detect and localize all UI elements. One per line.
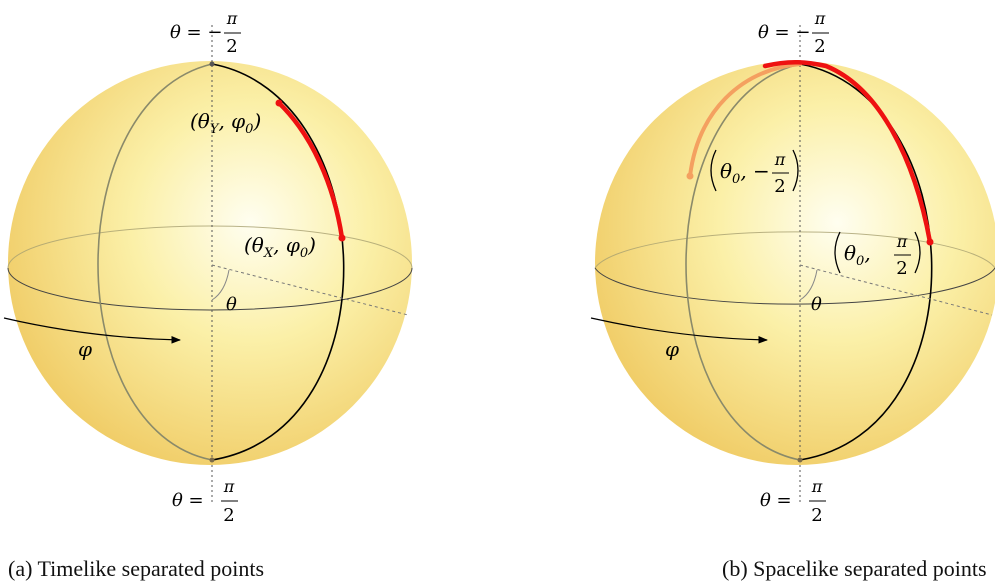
top-label-b-lhs: θ = −	[758, 22, 810, 43]
equator-back-b	[594, 231, 995, 269]
bottom-label-b-num: π	[811, 477, 823, 496]
point-right-label-b: θ0, π 2	[834, 231, 921, 279]
meridian-back-b	[685, 63, 801, 461]
bottom-label-a-den: 2	[223, 505, 234, 526]
bottom-label-a-lhs: θ =	[172, 490, 204, 511]
phi-arrow-a	[3, 317, 181, 344]
point-left-theta: θ0, −	[720, 159, 770, 187]
point-right-paren-open	[834, 231, 841, 274]
bottom-label-a: θ = π 2	[172, 477, 238, 526]
equator-back-a	[7, 225, 413, 269]
meridian-back-a	[97, 63, 213, 461]
equator-front-b	[594, 267, 995, 305]
highlight-arc-back-b	[688, 62, 802, 178]
phi-label-b: φ	[665, 337, 679, 361]
highlight-arc-front-b	[762, 60, 933, 245]
point-left-num: π	[774, 150, 786, 169]
point-x-label-a: (θX, φ0)	[244, 233, 316, 261]
sphere-a	[8, 61, 412, 465]
equator-front-a	[7, 267, 413, 311]
bottom-label-a-num: π	[223, 477, 235, 496]
top-label-a-lhs: θ = −	[170, 22, 222, 43]
bottom-label-b: θ = π 2	[760, 477, 826, 526]
top-label-b-den: 2	[814, 36, 825, 57]
meridian-front-a	[211, 63, 345, 461]
point-left-label-b: θ0, − π 2	[710, 149, 799, 197]
meridian-front-b	[799, 63, 933, 461]
point-right-num: π	[896, 232, 908, 251]
caption-a: (a) Timelike separated points	[8, 556, 264, 581]
point-right-den: 2	[896, 258, 907, 279]
point-x-marker-a	[338, 234, 346, 242]
phi-label-a: φ	[78, 337, 92, 361]
caption-b: (b) Spacelike separated points	[722, 556, 987, 581]
theta-label-a: θ	[226, 294, 237, 315]
pole-bottom-a	[209, 457, 215, 463]
top-label-b-num: π	[814, 9, 826, 28]
theta-arc-b	[799, 269, 818, 301]
theta-arc-a	[211, 269, 230, 301]
top-label-a-den: 2	[226, 36, 237, 57]
point-left-paren-open	[710, 149, 717, 192]
point-y-marker-a	[275, 99, 283, 107]
point-right-marker-b	[926, 238, 934, 246]
bottom-label-b-den: 2	[811, 505, 822, 526]
top-label-a-num: π	[226, 9, 238, 28]
theta-label-b: θ	[811, 294, 822, 315]
point-left-paren-close	[792, 149, 799, 192]
point-left-marker-b	[686, 172, 694, 180]
sphere-b	[595, 61, 995, 465]
pole-bottom-b	[797, 457, 803, 463]
point-right-theta: θ0,	[844, 241, 871, 269]
panel-a: θ φ θ = − π 2 θ = π 2 (θY, φ0) (θX, φ0) …	[3, 9, 413, 581]
theta-radius-a	[211, 264, 409, 316]
top-label-a: θ = − π 2	[170, 9, 241, 57]
highlight-arc-a	[276, 100, 345, 241]
point-y-label-a: (θY, φ0)	[190, 109, 261, 137]
point-left-den: 2	[774, 176, 785, 197]
panel-b: θ φ θ = − π 2 θ = π 2 θ0, − π 2	[590, 9, 995, 581]
pole-top-a	[209, 61, 215, 67]
top-label-b: θ = − π 2	[758, 9, 829, 57]
bottom-label-b-lhs: θ =	[760, 490, 792, 511]
point-right-paren-close	[914, 231, 921, 274]
phi-arrow-b	[590, 317, 768, 344]
